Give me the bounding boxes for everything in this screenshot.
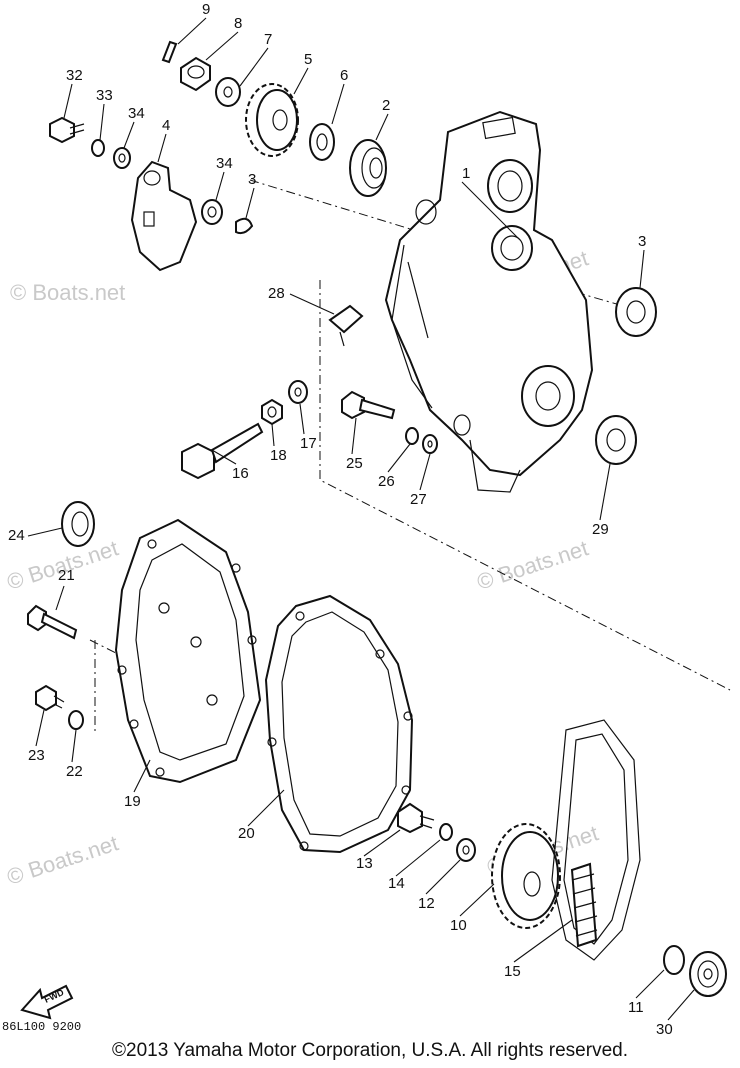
copyright-notice: ©2013 Yamaha Motor Corporation, U.S.A. A… (112, 1040, 628, 1061)
callout-label: 29 (592, 521, 609, 538)
bearing-part (349, 139, 387, 197)
callout-label: 18 (270, 447, 287, 464)
collar-part (663, 945, 685, 975)
callouts: 1 2 3 3 3 4 5 6 7 8 9 10 11 12 13 14 15 … (8, 1, 695, 1038)
callout-label: 30 (656, 1021, 673, 1038)
callout-label: 23 (28, 747, 45, 764)
tensioner-arm-part (130, 160, 198, 272)
forward-arrow-icon: FWD (20, 984, 74, 1020)
washer-part (439, 823, 453, 841)
bolt-part (341, 390, 396, 420)
callout-label: 34 (128, 105, 145, 122)
callout-label: 1 (462, 165, 470, 182)
drive-chain-part (551, 719, 641, 961)
sprocket-part (491, 823, 561, 929)
callout-label: 14 (388, 875, 405, 892)
chain-case-cover-part (114, 518, 262, 784)
washer-part (456, 838, 476, 862)
washer-part (422, 434, 438, 454)
callout-label: 33 (96, 87, 113, 104)
watermark-text: © Boats.net (474, 535, 591, 594)
callout-label: 19 (124, 793, 141, 810)
callout-label: 26 (378, 473, 395, 490)
watermark-text: © Boats.net (10, 280, 125, 305)
washer-part (201, 199, 223, 225)
washer-part (91, 139, 105, 157)
callout-label: 16 (232, 465, 249, 482)
watermark-text: © Boats.net (4, 830, 121, 889)
washer-part (405, 427, 419, 445)
callout-label: 32 (66, 67, 83, 84)
bolt-part (181, 422, 264, 480)
callout-label: 6 (340, 67, 348, 84)
callout-label: 3 (248, 171, 256, 188)
washer-part (68, 710, 84, 730)
callout-label: 28 (268, 285, 285, 302)
bolt-part (397, 802, 435, 834)
sprocket-part (245, 83, 299, 157)
callout-label: 17 (300, 435, 317, 452)
breather-part (328, 304, 364, 347)
callout-label: 7 (264, 31, 272, 48)
callout-label: 11 (628, 999, 644, 1016)
washer-part (288, 380, 308, 404)
washer-part (113, 147, 131, 169)
bolt-part (49, 116, 85, 144)
callout-label: 2 (382, 97, 390, 114)
nut-part (180, 56, 211, 92)
collar-part (309, 123, 335, 161)
gasket-part (264, 594, 414, 854)
callout-label: 20 (238, 825, 255, 842)
callout-label: 25 (346, 455, 363, 472)
cotter-pin-part (161, 40, 178, 64)
callout-label: 4 (162, 117, 170, 134)
callout-label: 34 (216, 155, 233, 172)
callout-label: 10 (450, 917, 467, 934)
callout-label: 21 (58, 567, 75, 584)
diagram-code: 86L100 9200 (2, 1020, 81, 1034)
bolt-part (35, 684, 65, 712)
nut-part (261, 398, 283, 426)
callout-label: 8 (234, 15, 242, 32)
bearing-part (689, 951, 727, 997)
callout-label: 22 (66, 763, 83, 780)
callout-label: 5 (304, 51, 312, 68)
watermark-text: © Boats.net (4, 535, 121, 594)
callout-label: 3 (638, 233, 646, 250)
callout-label: 9 (202, 1, 210, 18)
callout-label: 15 (504, 963, 521, 980)
oil-seal-part (595, 415, 637, 465)
callout-label: 27 (410, 491, 427, 508)
oil-seal-part (615, 287, 657, 337)
washer-part (215, 77, 241, 107)
chain-case-part (384, 110, 594, 493)
callout-label: 13 (356, 855, 373, 872)
callout-label: 12 (418, 895, 435, 912)
bolt-part (27, 604, 78, 640)
callout-label: 24 (8, 527, 25, 544)
oil-seal-part (61, 501, 95, 547)
clip-part (235, 217, 254, 235)
